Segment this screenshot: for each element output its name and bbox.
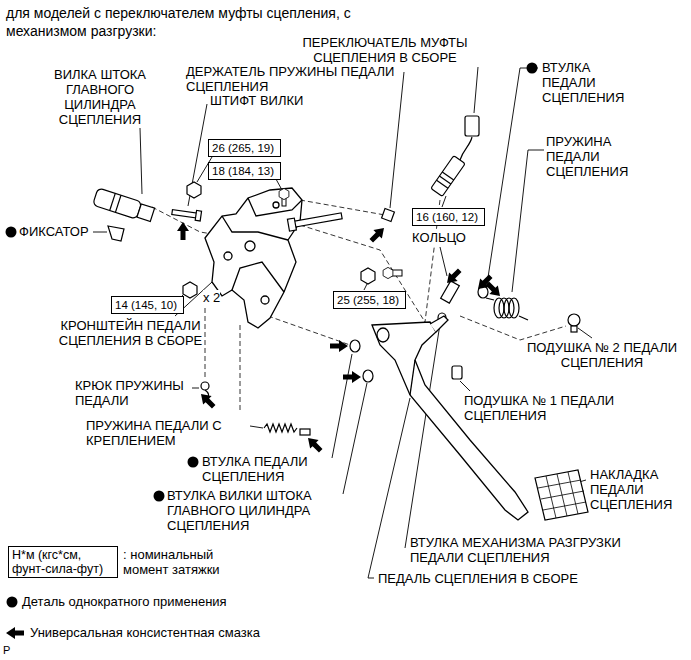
pedal-pad [535, 470, 588, 520]
label-text: КРОНШТЕЙН ПЕДАЛИ СЦЕПЛЕНИЯ В СБОРЕ [59, 318, 202, 348]
part-label: P [3, 643, 10, 658]
part-label: ВТУЛКА ПЕДАЛИ СЦЕПЛЕНИЯ [202, 454, 334, 484]
part-label: ВТУЛКА ПЕДАЛИ СЦЕПЛЕНИЯ [542, 60, 637, 105]
torque-box: 18 (184, 13) [208, 162, 281, 180]
pedal-spring [486, 298, 528, 320]
part-label: ФИКСАТОР [19, 224, 89, 239]
ring [441, 281, 460, 303]
torque-value: 18 (184, 13) [212, 164, 277, 178]
label-text: ПЕДАЛЬ СЦЕПЛЕНИЯ В СБОРЕ [378, 571, 578, 586]
label-text: КРЮК ПРУЖИНЫ ПЕДАЛИ [75, 378, 184, 408]
torque-value: 14 (145, 10) [115, 298, 180, 312]
torque-value: 26 (265, 19) [212, 141, 277, 155]
label-text: ПРУЖИНА ПЕДАЛИ С КРЕПЛЕНИЕМ [86, 418, 222, 448]
label-text: ФИКСАТОР [19, 224, 89, 239]
legend-entry: Деталь однократного применения [22, 594, 227, 609]
part-label: НАКЛАДКА ПЕДАЛИ СЦЕПЛЕНИЯ [590, 467, 685, 512]
label-text: ПОДУШКА № 1 ПЕДАЛИ СЦЕПЛЕНИЯ [464, 393, 614, 423]
part-label: ПРУЖИНА ПЕДАЛИ С КРЕПЛЕНИЕМ [86, 418, 251, 448]
part-label: КРОНШТЕЙН ПЕДАЛИ СЦЕПЛЕНИЯ В СБОРЕ [48, 318, 213, 348]
clevis-pin [171, 207, 201, 221]
part-label: ПРУЖИНА ПЕДАЛИ СЦЕПЛЕНИЯ [546, 134, 641, 179]
torque-box: 26 (265, 19) [208, 139, 281, 157]
part-label: КРЮК ПРУЖИНЫ ПЕДАЛИ [75, 378, 200, 408]
long-bolt [287, 210, 342, 231]
label-text: ВТУЛКА МЕХАНИЗМА РАЗГРУЗКИ ПЕДАЛИ СЦЕПЛЕ… [410, 535, 621, 565]
label-text: P [3, 644, 10, 656]
legend-arrow-symbol [6, 627, 24, 639]
label-text: ПОДУШКА № 2 ПЕДАЛИ СЦЕПЛЕНИЯ [527, 340, 677, 370]
bushing [350, 340, 360, 352]
cushion [452, 366, 462, 379]
part-label: ДЕРЖАТЕЛЬ ПРУЖИНЫ ПЕДАЛИ СЦЕПЛЕНИЯ [186, 64, 421, 94]
label-text: НАКЛАДКА ПЕДАЛИ СЦЕПЛЕНИЯ [590, 467, 672, 512]
torque-value: Н*м (кгс*см, фунт-сила-фут) [12, 548, 114, 576]
clutch-switch [431, 156, 465, 197]
part-label: ПЕРЕКЛЮЧАТЕЛЬ МУФТЫ СЦЕПЛЕНИЯ В СБОРЕ [285, 35, 485, 65]
grease-arrow [177, 222, 504, 455]
cushion [568, 314, 580, 332]
tension-spring [264, 424, 310, 435]
label-text: ВТУЛКА ПЕДАЛИ СЦЕПЛЕНИЯ [202, 454, 308, 484]
label-text: ДЕРЖАТЕЛЬ ПРУЖИНЫ ПЕДАЛИ СЦЕПЛЕНИЯ [186, 64, 394, 94]
torque-box: 25 (255, 18) [333, 291, 406, 309]
nut [183, 282, 197, 298]
pedal-bracket [205, 188, 302, 328]
spring-holder [382, 209, 395, 222]
nut [187, 182, 201, 198]
torque-box: 16 (160, 12) [412, 208, 485, 226]
label-text: КОЛЬЦО [412, 230, 466, 245]
legend-entry: Универсальная консистентная смазка [30, 625, 260, 640]
part-label: x 2 [203, 290, 220, 305]
torque-box: 14 (145, 10) [111, 296, 184, 314]
label-text: ВТУЛКА ПЕДАЛИ СЦЕПЛЕНИЯ [542, 60, 624, 105]
label-text: : номинальный момент затяжки [123, 547, 220, 577]
part-label: ШТИФТ ВИЛКИ [210, 93, 303, 108]
label-text: ШТИФТ ВИЛКИ [210, 93, 303, 108]
part-label: ПОДУШКА № 1 ПЕДАЛИ СЦЕПЛЕНИЯ [464, 393, 629, 423]
bolt [279, 188, 289, 206]
part-label: ВТУЛКА ВИЛКИ ШТОКА ГЛАВНОГО ЦИЛИНДРА СЦЕ… [167, 488, 352, 533]
label-text: ВИЛКА ШТОКА ГЛАВНОГО ЦИЛИНДРА СЦЕПЛЕНИЯ [54, 67, 146, 127]
part-label: ВИЛКА ШТОКА ГЛАВНОГО ЦИЛИНДРА СЦЕПЛЕНИЯ [44, 67, 156, 127]
nut [361, 268, 375, 284]
label-text: ПРУЖИНА ПЕДАЛИ СЦЕПЛЕНИЯ [546, 134, 628, 179]
legend-text: Деталь однократного применения [22, 594, 227, 609]
label-text: ВТУЛКА ВИЛКИ ШТОКА ГЛАВНОГО ЦИЛИНДРА СЦЕ… [167, 488, 312, 533]
part-label: ВТУЛКА МЕХАНИЗМА РАЗГРУЗКИ ПЕДАЛИ СЦЕПЛЕ… [410, 535, 665, 565]
bolt [383, 267, 402, 278]
connector [465, 116, 479, 136]
torque-box: Н*м (кгс*см, фунт-сила-фут) [8, 546, 118, 578]
label-text: ПЕРЕКЛЮЧАТЕЛЬ МУФТЫ СЦЕПЛЕНИЯ В СБОРЕ [302, 35, 467, 65]
clip [108, 226, 124, 241]
bushing [363, 370, 373, 382]
single-use-dot [6, 63, 538, 608]
push-rod-clevis [93, 188, 156, 224]
torque-value: 25 (255, 18) [337, 293, 402, 307]
label-text: x 2 [203, 290, 220, 305]
part-label: : номинальный момент затяжки [123, 547, 228, 577]
wire [460, 137, 472, 160]
heading-text: для моделей с переключателем муфты сцепл… [6, 5, 351, 39]
part-label: ПОДУШКА № 2 ПЕДАЛИ СЦЕПЛЕНИЯ [522, 340, 682, 370]
torque-value: 16 (160, 12) [416, 210, 481, 224]
legend-text: Универсальная консистентная смазка [30, 625, 260, 640]
part-label: ПЕДАЛЬ СЦЕПЛЕНИЯ В СБОРЕ [378, 571, 578, 586]
part-label: КОЛЬЦО [412, 230, 466, 245]
